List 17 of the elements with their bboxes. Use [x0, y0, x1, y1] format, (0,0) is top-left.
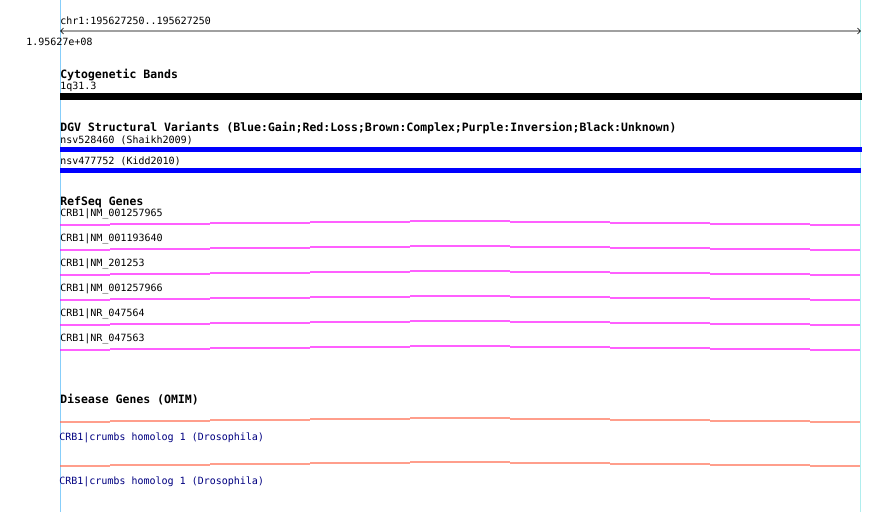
position-label: chr1:195627250..195627250 [61, 16, 210, 24]
feature-label: CRB1|NM_001193640 [60, 233, 162, 244]
track-title: DGV Structural Variants (Blue:Gain;Red:Loss;Brown:Complex;Purple:Inversion;Black:Unknown) [60, 122, 674, 134]
track-title: Disease Genes (OMIM) [60, 394, 196, 405]
disease-label: CRB1|crumbs homolog 1 (Drosophila) [60, 476, 262, 486]
feature-label: CRB1|NM_001257965 [60, 208, 162, 218]
track-title: Cytogenetic Bands [61, 68, 177, 80]
feature-label: nsv528460 (Shaikh2009) [61, 135, 191, 144]
feature-label: CRB1|NM_201253 [60, 258, 144, 268]
axis-tick-label: 1.95627e+08 [27, 38, 92, 46]
track-title: RefSeq Genes [60, 196, 142, 208]
feature-label: CRB1|NM_001257966 [60, 283, 162, 294]
disease-label: CRB1|crumbs homolog 1 (Drosophila) [60, 432, 262, 442]
band-label: 1q31.3 [61, 82, 96, 92]
feature-label: nsv477752 (Kidd2010) [61, 156, 179, 166]
feature-label: CRB1|NR_047564 [60, 308, 144, 318]
feature-label: CRB1|NR_047563 [60, 333, 144, 344]
